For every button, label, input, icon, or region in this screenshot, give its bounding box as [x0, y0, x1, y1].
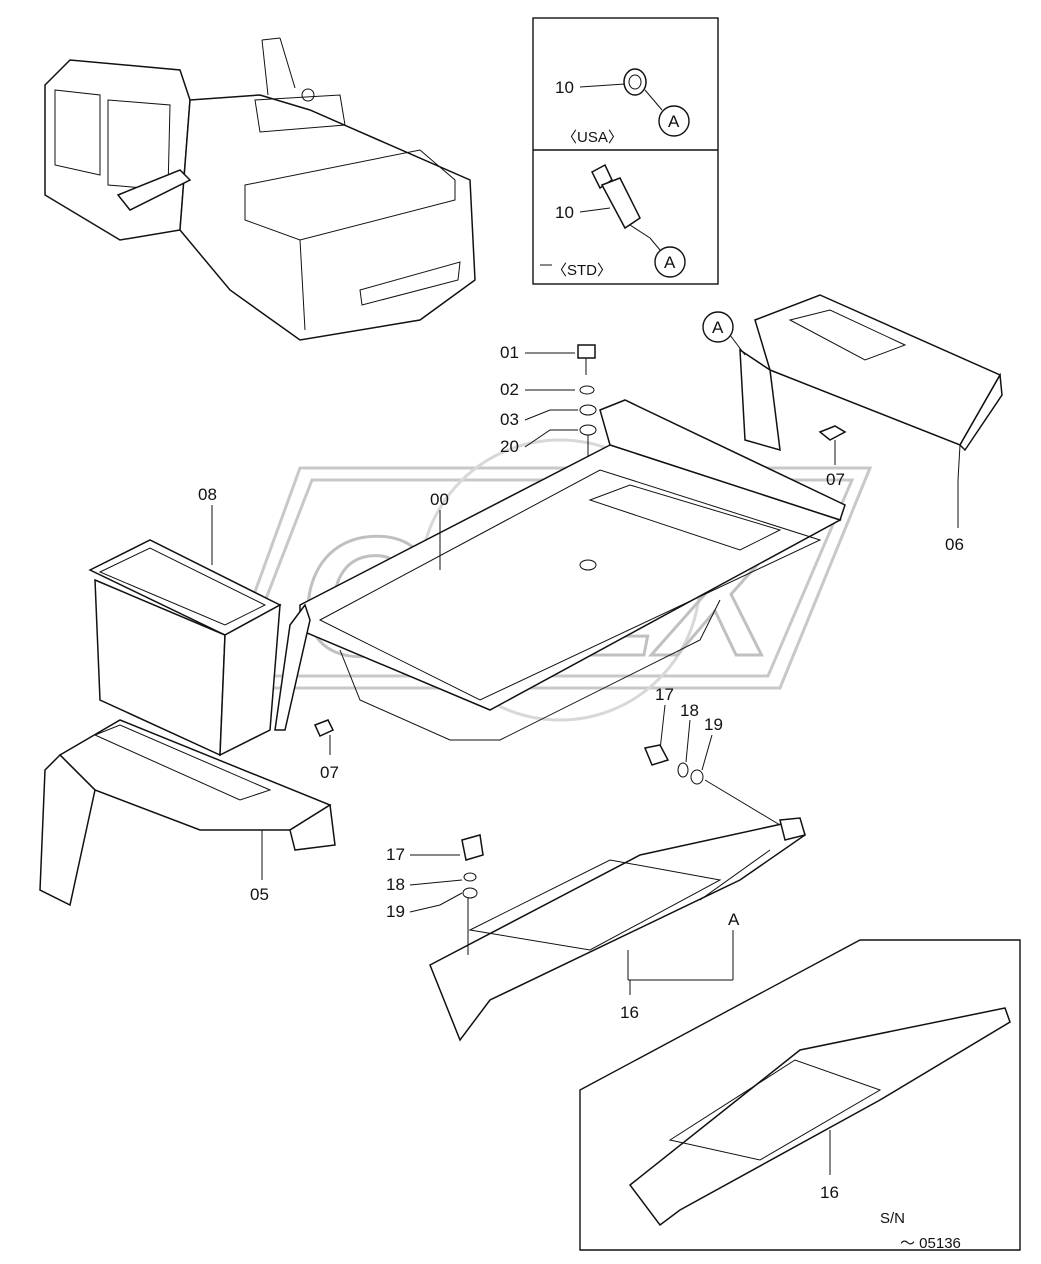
cover-05: 07 05 — [39, 719, 339, 907]
inset-top: 10 A 〈USA〉 10 A 〈STD〉 — [532, 17, 719, 285]
bolt-07-icon — [818, 425, 847, 441]
label-18-left: 18 — [386, 875, 405, 894]
ref-circle-a — [658, 105, 690, 137]
label-07-left: 07 — [320, 763, 339, 782]
lockwasher-02-icon — [579, 385, 595, 395]
std-label: 〈STD〉 — [552, 262, 612, 279]
label-08: 08 — [198, 485, 217, 504]
excavator-overview — [44, 37, 476, 341]
label-00: 00 — [430, 490, 449, 509]
hardware-stack-top: 01 02 03 20 — [500, 343, 597, 560]
label-06: 06 — [945, 535, 964, 554]
washer-20-icon — [579, 424, 597, 436]
lockwasher-18-icon — [677, 762, 689, 778]
hardware-right: 17 18 19 — [643, 685, 781, 826]
usa-part-number: 10 — [555, 78, 574, 97]
bolt-07-left-icon — [313, 719, 335, 737]
box-08: 08 — [88, 485, 282, 757]
panel-16: 17 18 19 A 16 — [386, 817, 806, 1042]
usa-label: 〈USA〉 — [562, 129, 623, 146]
label-16-inset: 16 — [820, 1183, 839, 1202]
lockwasher-18-left-icon — [463, 872, 477, 882]
inset-bottom: 16 S/N ～ 05136 — [579, 939, 1021, 1252]
sn-range: ～ 05136 — [900, 1235, 961, 1252]
bolt-17-left-icon — [461, 834, 484, 861]
washer-19-left-icon — [462, 887, 478, 899]
lighter-body-icon — [600, 177, 641, 230]
label-20: 20 — [500, 437, 519, 456]
std-part-number: 10 — [555, 203, 574, 222]
ref-a-text: A — [668, 112, 680, 131]
lighter-knob-icon — [591, 163, 613, 190]
label-05: 05 — [250, 885, 269, 904]
main-tray-00: 00 — [274, 399, 846, 741]
washer-03-icon — [579, 404, 597, 416]
label-03: 03 — [500, 410, 519, 429]
ref-a-text-2: A — [664, 253, 676, 272]
label-01: 01 — [500, 343, 519, 362]
bolt-17-icon — [643, 744, 670, 766]
label-16-main: 16 — [620, 1003, 639, 1022]
cap-usa-icon — [623, 68, 647, 96]
label-19-left: 19 — [386, 902, 405, 921]
label-17-left: 17 — [386, 845, 405, 864]
label-a-mark: A — [728, 910, 740, 929]
callout-a-text: A — [712, 318, 724, 337]
label-07-right: 07 — [826, 470, 845, 489]
label-18-right: 18 — [680, 701, 699, 720]
screw-01-icon — [577, 344, 596, 359]
washer-19-icon — [690, 769, 704, 785]
callout-a — [702, 311, 734, 343]
label-02: 02 — [500, 380, 519, 399]
sn-label: S/N — [880, 1210, 905, 1227]
label-19-right: 19 — [704, 715, 723, 734]
label-17-right: 17 — [655, 685, 674, 704]
cover-06: A 07 06 — [702, 294, 1003, 554]
